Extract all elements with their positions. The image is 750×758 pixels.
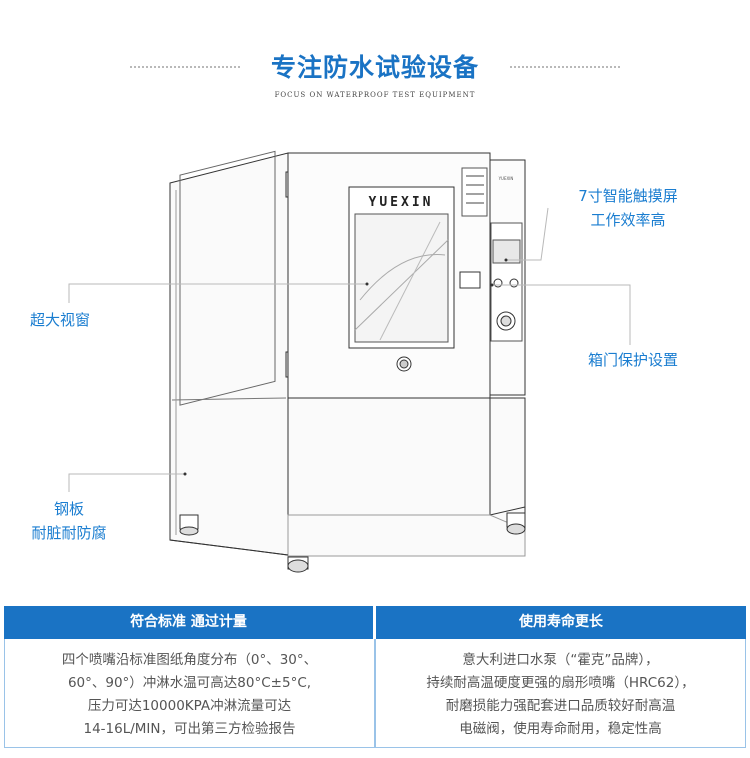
panel-standards-line: 14-16L/MIN，可出第三方检验报告 [83,721,296,737]
panel-standards-line: 60°、90°）冲淋水温可高达80°C±5°C, [67,675,312,691]
panel-lifespan-body: 意大利进口水泵（“霍克”品牌）， 持续耐高温硬度更强的扇形喷嘴（HRC62）， … [375,639,746,748]
feature-panels: 符合标准 通过计量 使用寿命更长 四个喷嘴沿标准图纸角度分布（0°、30°、 6… [4,606,746,748]
panel-standards-title: 符合标准 通过计量 [4,606,373,639]
title-divider-left [130,66,240,68]
callout-window: 超大视窗 [30,308,90,332]
callout-steel: 钢板 耐脏耐防腐 [14,497,124,545]
window-brand-label: YUEXIN [369,195,434,210]
panel-lifespan-line: 耐磨损能力强配套进口品质较好耐高温 [445,698,676,714]
page-subtitle: FOCUS ON WATERPROOF TEST EQUIPMENT [274,91,476,99]
panel-lifespan-line: 意大利进口水泵（“霍克”品牌）， [462,652,659,668]
panel-lifespan-title: 使用寿命更长 [376,606,746,639]
test-chamber-illustration: YUEXIN YUEXIN [68,150,631,573]
page-title: 专注防水试验设备 [270,53,479,82]
callout-touchscreen-line-1: 7寸智能触摸屏 [578,187,678,205]
callout-door-line-1: 箱门保护设置 [588,351,679,369]
callout-touchscreen-line-2: 工作效率高 [590,211,666,229]
panel-standards-line: 四个喷嘴沿标准图纸角度分布（0°、30°、 [61,652,318,668]
callout-steel-line-1: 钢板 [53,500,84,518]
callout-door: 箱门保护设置 [588,348,678,372]
header: 专注防水试验设备 [0,46,750,86]
callout-steel-line-2: 耐脏耐防腐 [31,524,107,542]
panel-standards-body: 四个喷嘴沿标准图纸角度分布（0°、30°、 60°、90°）冲淋水温可高达80°… [4,639,375,748]
title-divider-right [510,66,620,68]
callout-window-line-1: 超大视窗 [30,311,91,329]
panel-lifespan-line: 持续耐高温硬度更强的扇形喷嘴（HRC62）， [426,675,695,691]
panel-lifespan-line: 电磁阀，使用寿命耐用，稳定性高 [459,721,662,737]
panel-brand-label: YUEXIN [498,176,514,181]
panel-standards-line: 压力可达10000KPA冲淋流量可达 [87,698,292,714]
callout-touchscreen: 7寸智能触摸屏 工作效率高 [563,184,693,232]
